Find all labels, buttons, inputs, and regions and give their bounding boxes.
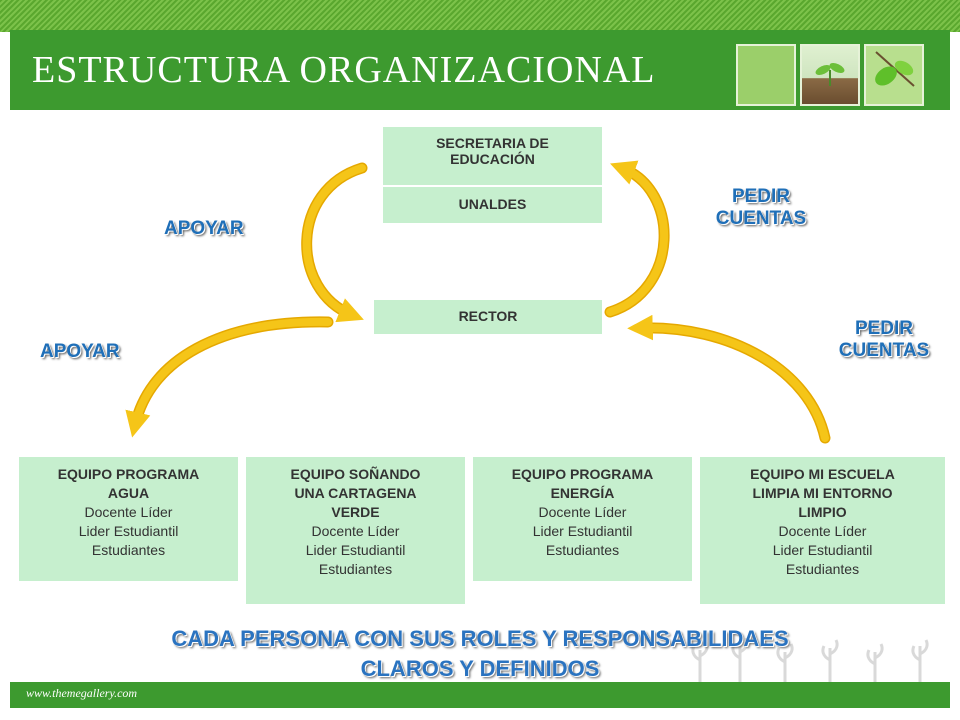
- team-role-lider: Lider Estudiantil: [78, 523, 179, 539]
- label-pedir-right-line1: PEDIR: [854, 318, 914, 339]
- team-role-lider: Lider Estudiantil: [532, 523, 633, 539]
- box-unaldes: UNALDES: [383, 187, 602, 223]
- label-pedir-cuentas-right: PEDIR CUENTAS: [828, 318, 940, 362]
- secretaria-line1: SECRETARIA DE: [436, 135, 549, 151]
- rector-text: RECTOR: [458, 308, 518, 324]
- footer-bar: [10, 682, 950, 708]
- thumbnail-sprout-image: [800, 44, 860, 106]
- label-pedir-top-line1: PEDIR: [731, 186, 791, 207]
- arrow-apoyar-top: [301, 162, 368, 321]
- label-apoyar-top: APOYAR: [164, 218, 244, 239]
- top-stripe: [0, 0, 960, 32]
- team-title-line2: ENERGÍA: [550, 485, 615, 501]
- team-title-line1: EQUIPO SOÑANDO: [290, 466, 421, 482]
- team-title-line3: LIMPIO: [798, 504, 847, 520]
- label-apoyar-left: APOYAR: [40, 341, 120, 362]
- team-box-escuela-limpia: EQUIPO MI ESCUELA LIMPIA MI ENTORNO LIMP…: [700, 457, 945, 604]
- leaf-icon: [875, 51, 915, 87]
- team-role-estudiantes: Estudiantes: [91, 542, 166, 558]
- arrow-pedir-top: [604, 162, 670, 318]
- team-role-docente: Docente Líder: [778, 523, 867, 539]
- secretaria-line2: EDUCACIÓN: [450, 151, 535, 167]
- label-pedir-right-line2: CUENTAS: [838, 340, 930, 361]
- team-role-estudiantes: Estudiantes: [545, 542, 620, 558]
- team-title-line2: LIMPIA MI ENTORNO: [752, 485, 893, 501]
- team-title-line1: EQUIPO PROGRAMA: [57, 466, 200, 482]
- box-rector: RECTOR: [374, 300, 602, 334]
- team-title-line1: EQUIPO MI ESCUELA: [750, 466, 895, 482]
- banner-line1: CADA PERSONA CON SUS ROLES Y RESPONSABIL…: [171, 626, 789, 651]
- team-role-docente: Docente Líder: [84, 504, 173, 520]
- team-role-estudiantes: Estudiantes: [785, 561, 860, 577]
- thumbnail-plain-image: [736, 44, 796, 106]
- label-pedir-cuentas-top: PEDIR CUENTAS: [706, 186, 816, 230]
- footer-url: www.themegallery.com: [26, 686, 138, 700]
- unaldes-text: UNALDES: [458, 196, 527, 212]
- banner-line2: CLAROS Y DEFINIDOS: [360, 656, 600, 681]
- team-role-lider: Lider Estudiantil: [772, 542, 873, 558]
- team-title-line2: AGUA: [107, 485, 150, 501]
- team-title-line3: VERDE: [331, 504, 380, 520]
- sprout-icon: [815, 63, 845, 86]
- team-role-docente: Docente Líder: [311, 523, 400, 539]
- sprout-decoration-icon: [691, 637, 929, 684]
- team-role-lider: Lider Estudiantil: [305, 542, 406, 558]
- page-title: ESTRUCTURA ORGANIZACIONAL: [32, 49, 656, 91]
- team-title-line2: UNA CARTAGENA: [294, 485, 417, 501]
- box-secretaria-educacion: SECRETARIA DE EDUCACIÓN: [383, 127, 602, 185]
- team-box-cartagena-verde: EQUIPO SOÑANDO UNA CARTAGENA VERDE Docen…: [246, 457, 465, 604]
- thumbnail-leaf-image: [864, 44, 924, 106]
- team-box-energia: EQUIPO PROGRAMA ENERGÍA Docente Líder Li…: [473, 457, 692, 581]
- team-role-docente: Docente Líder: [538, 504, 627, 520]
- team-role-estudiantes: Estudiantes: [318, 561, 393, 577]
- team-title-line1: EQUIPO PROGRAMA: [511, 466, 654, 482]
- label-pedir-top-line2: CUENTAS: [715, 208, 807, 229]
- team-box-agua: EQUIPO PROGRAMA AGUA Docente Líder Lider…: [19, 457, 238, 581]
